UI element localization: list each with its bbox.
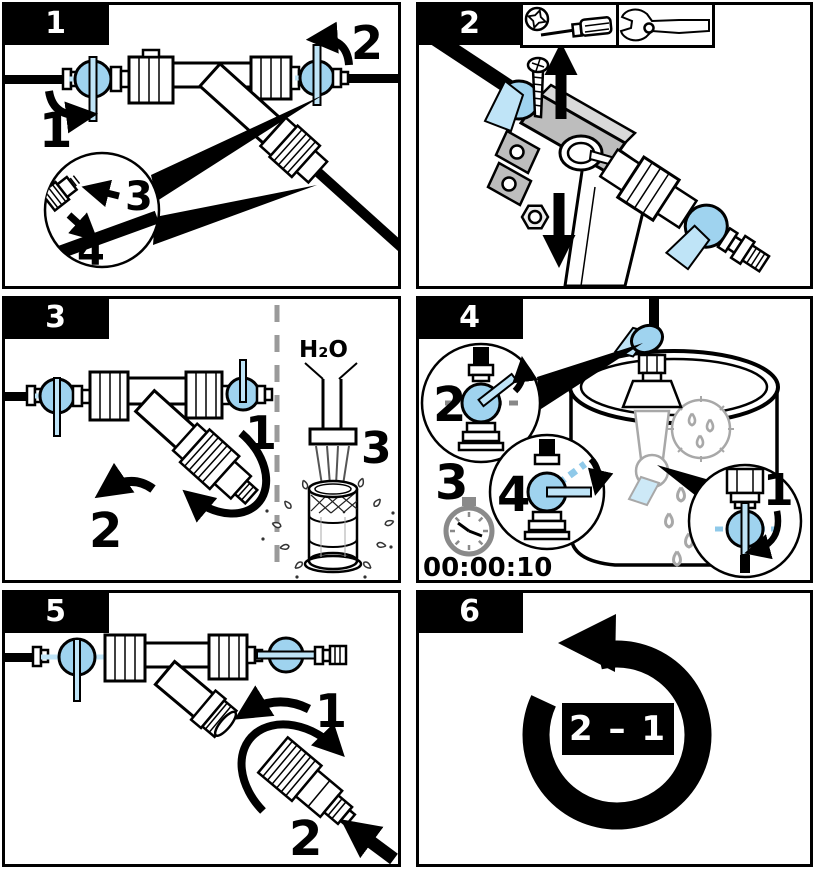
sample-tube bbox=[45, 210, 159, 264]
timer-text: 00:00:10 bbox=[423, 553, 552, 580]
magnifier-callout: 3 4 bbox=[43, 151, 161, 275]
y-strainer-body bbox=[103, 633, 249, 739]
panel-1-illustration: 1 2 bbox=[5, 16, 398, 286]
push-arrow-2 bbox=[340, 819, 398, 864]
adjustable-wrench-icon bbox=[616, 5, 715, 48]
step-1-label: 1 bbox=[763, 465, 794, 516]
repeat-reverse-icon: 2 – 1 bbox=[522, 614, 712, 830]
callout-wedge-2 bbox=[537, 343, 643, 409]
ball-valve-left bbox=[25, 377, 81, 437]
faucet bbox=[308, 379, 358, 446]
y-strainer-body bbox=[71, 370, 260, 506]
panel-3: 3 bbox=[2, 296, 401, 583]
valve-callout-4: 4 bbox=[488, 433, 614, 551]
step-4-label: 4 bbox=[77, 229, 105, 275]
panel-5: 5 bbox=[2, 590, 401, 867]
drained-strainer-ghost bbox=[627, 396, 734, 567]
ball-valve-right bbox=[245, 636, 348, 674]
panel-1-number-tab: 1 bbox=[5, 5, 109, 45]
panel-3-number-tab: 3 bbox=[5, 299, 109, 339]
stopwatch-icon bbox=[443, 497, 495, 557]
callout-wedge-upper bbox=[151, 95, 323, 201]
ball-valve-right bbox=[225, 359, 274, 412]
strainer-branch bbox=[197, 61, 398, 286]
valve-callout-1: 1 bbox=[687, 463, 803, 579]
supply-tube bbox=[649, 299, 659, 335]
panel-2-number: 2 bbox=[459, 6, 480, 41]
panel-6-number-tab: 6 bbox=[419, 593, 523, 633]
ball-valve-left bbox=[31, 637, 105, 702]
rinse-scene: H₂O 3 bbox=[261, 337, 396, 579]
water-streams bbox=[315, 445, 350, 486]
outlet-assembly bbox=[598, 147, 771, 274]
step-2-label: 2 bbox=[351, 16, 383, 70]
valve-callout-2: 2 bbox=[420, 342, 542, 464]
turn-arrow-2 bbox=[305, 21, 353, 66]
panel-2: 2 bbox=[416, 2, 813, 289]
repeat-label: 2 – 1 bbox=[569, 709, 667, 749]
screw-in-arrow bbox=[237, 720, 345, 814]
open-branch bbox=[153, 659, 239, 739]
required-tools-strip bbox=[520, 5, 715, 48]
panel-6: 6 2 – 1 bbox=[416, 590, 813, 867]
ball-valve-left bbox=[61, 56, 117, 122]
panel-4: 4 bbox=[416, 296, 813, 583]
panel-3-illustration: 1 2 H₂O 3 bbox=[5, 305, 396, 579]
insert-arrow-1 bbox=[234, 685, 312, 720]
remove-arrow-2 bbox=[94, 462, 156, 499]
panel-2-illustration bbox=[419, 18, 771, 286]
y-strainer-body bbox=[109, 48, 398, 286]
step-2-label: 2 bbox=[433, 377, 466, 433]
ball-valve-right bbox=[295, 44, 350, 106]
connect-arrow-3 bbox=[81, 179, 120, 207]
panel-4-number: 4 bbox=[459, 300, 480, 335]
bracket-screw bbox=[526, 56, 550, 119]
splash-droplets bbox=[261, 476, 396, 579]
step-3-label: 3 bbox=[361, 423, 392, 474]
step-1-label: 1 bbox=[39, 103, 72, 159]
step-2-label: 2 bbox=[89, 503, 122, 559]
filter-screen bbox=[303, 479, 363, 574]
water-label: H₂O bbox=[299, 337, 348, 363]
supply-pipe bbox=[5, 74, 398, 84]
panel-5-illustration: 1 2 bbox=[5, 633, 398, 864]
panel-1: 1 bbox=[2, 2, 401, 289]
unscrew-arrow-1 bbox=[182, 429, 271, 523]
panel-5-number-tab: 5 bbox=[5, 593, 109, 633]
callout-wedge-lower bbox=[153, 185, 317, 245]
panel-2-number-tab: 2 bbox=[419, 5, 523, 45]
phillips-screwdriver-icon bbox=[520, 5, 619, 48]
panel-6-illustration: 2 – 1 bbox=[522, 614, 712, 830]
remove-arrow-4 bbox=[66, 212, 99, 242]
step-1-label: 1 bbox=[315, 684, 347, 738]
step-4-label: 4 bbox=[497, 467, 530, 523]
ball-valve-upper bbox=[483, 79, 541, 133]
panel-6-number: 6 bbox=[459, 594, 480, 629]
rim-valve bbox=[613, 323, 683, 409]
panel-4-number-tab: 4 bbox=[419, 299, 523, 339]
step-2-label: 2 bbox=[289, 811, 322, 864]
step-3-label: 3 bbox=[125, 174, 153, 220]
panel-3-number: 3 bbox=[45, 300, 66, 335]
panel-5-number: 5 bbox=[45, 594, 66, 629]
turn-arrow-1 bbox=[45, 90, 99, 134]
panel-4-illustration: 2 4 bbox=[420, 299, 803, 580]
step-1-label: 1 bbox=[245, 406, 277, 460]
hex-nut bbox=[520, 204, 550, 230]
panel-1-number: 1 bbox=[45, 6, 66, 41]
strainer-branch bbox=[133, 388, 260, 506]
